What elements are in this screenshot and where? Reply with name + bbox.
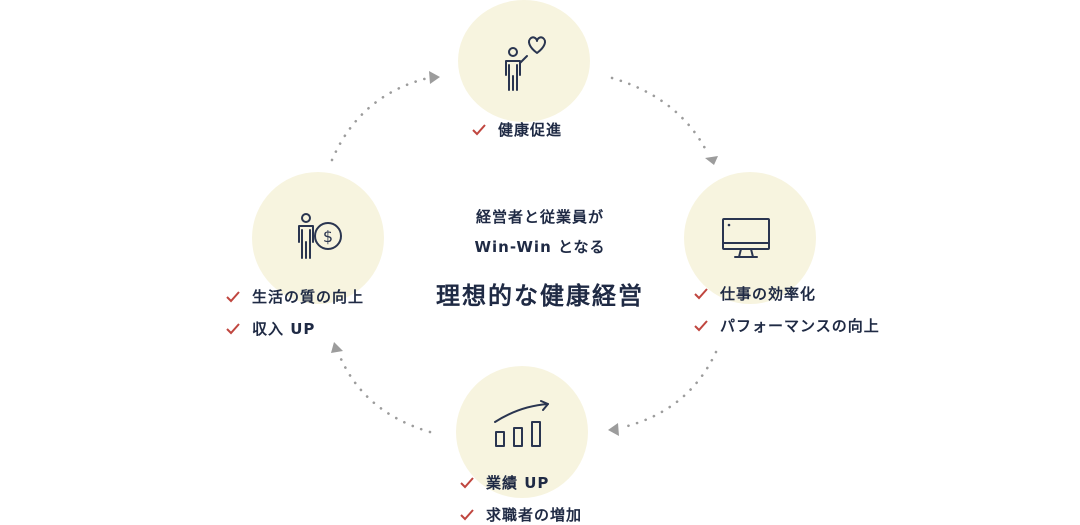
arrow-right-to-bottom (618, 350, 718, 430)
person-heart-icon (505, 36, 546, 91)
monitor-icon (722, 218, 770, 258)
arrowhead-left (331, 342, 343, 353)
check-icon (694, 287, 708, 299)
check-icon (226, 322, 240, 334)
circle-left (252, 172, 384, 304)
right-item-2: パフォーマンスの向上 (694, 315, 880, 336)
svg-text:$: $ (323, 227, 333, 246)
center-subtitle-line2: Win-Win となる (474, 238, 606, 256)
check-icon (472, 123, 486, 135)
arrowhead-right (705, 156, 718, 165)
check-icon (460, 508, 474, 520)
arrow-bottom-to-left (336, 350, 432, 434)
bottom-item-2: 求職者の増加 (460, 504, 582, 525)
right-item-1: 仕事の効率化 (694, 283, 816, 304)
item-label: 収入 UP (252, 320, 316, 338)
check-icon (460, 476, 474, 488)
item-label: パフォーマンスの向上 (720, 317, 880, 335)
center-subtitle-line1: 経営者と従業員が (475, 208, 604, 226)
circle-right (684, 172, 816, 304)
left-item-2: 収入 UP (226, 318, 315, 339)
arrow-left-to-top (330, 76, 430, 162)
arrowhead-bottom (608, 423, 619, 436)
item-label: 業績 UP (486, 474, 550, 492)
item-label: 求職者の増加 (486, 506, 583, 524)
item-label: 健康促進 (498, 121, 563, 139)
bar-growth-icon (494, 400, 549, 447)
person-dollar-icon: $ (298, 213, 342, 259)
item-label: 仕事の効率化 (720, 285, 817, 303)
left-item-1: 生活の質の向上 (226, 286, 364, 307)
center-title: 理想的な健康経営 (436, 282, 644, 310)
check-icon (694, 319, 708, 331)
check-icon (226, 290, 240, 302)
item-label: 生活の質の向上 (252, 288, 365, 306)
circle-top (458, 0, 590, 122)
top-item-1: 健康促進 (472, 119, 562, 140)
bottom-item-1: 業績 UP (460, 472, 549, 493)
arrowhead-top (429, 71, 440, 84)
arrow-top-to-right (610, 76, 710, 156)
